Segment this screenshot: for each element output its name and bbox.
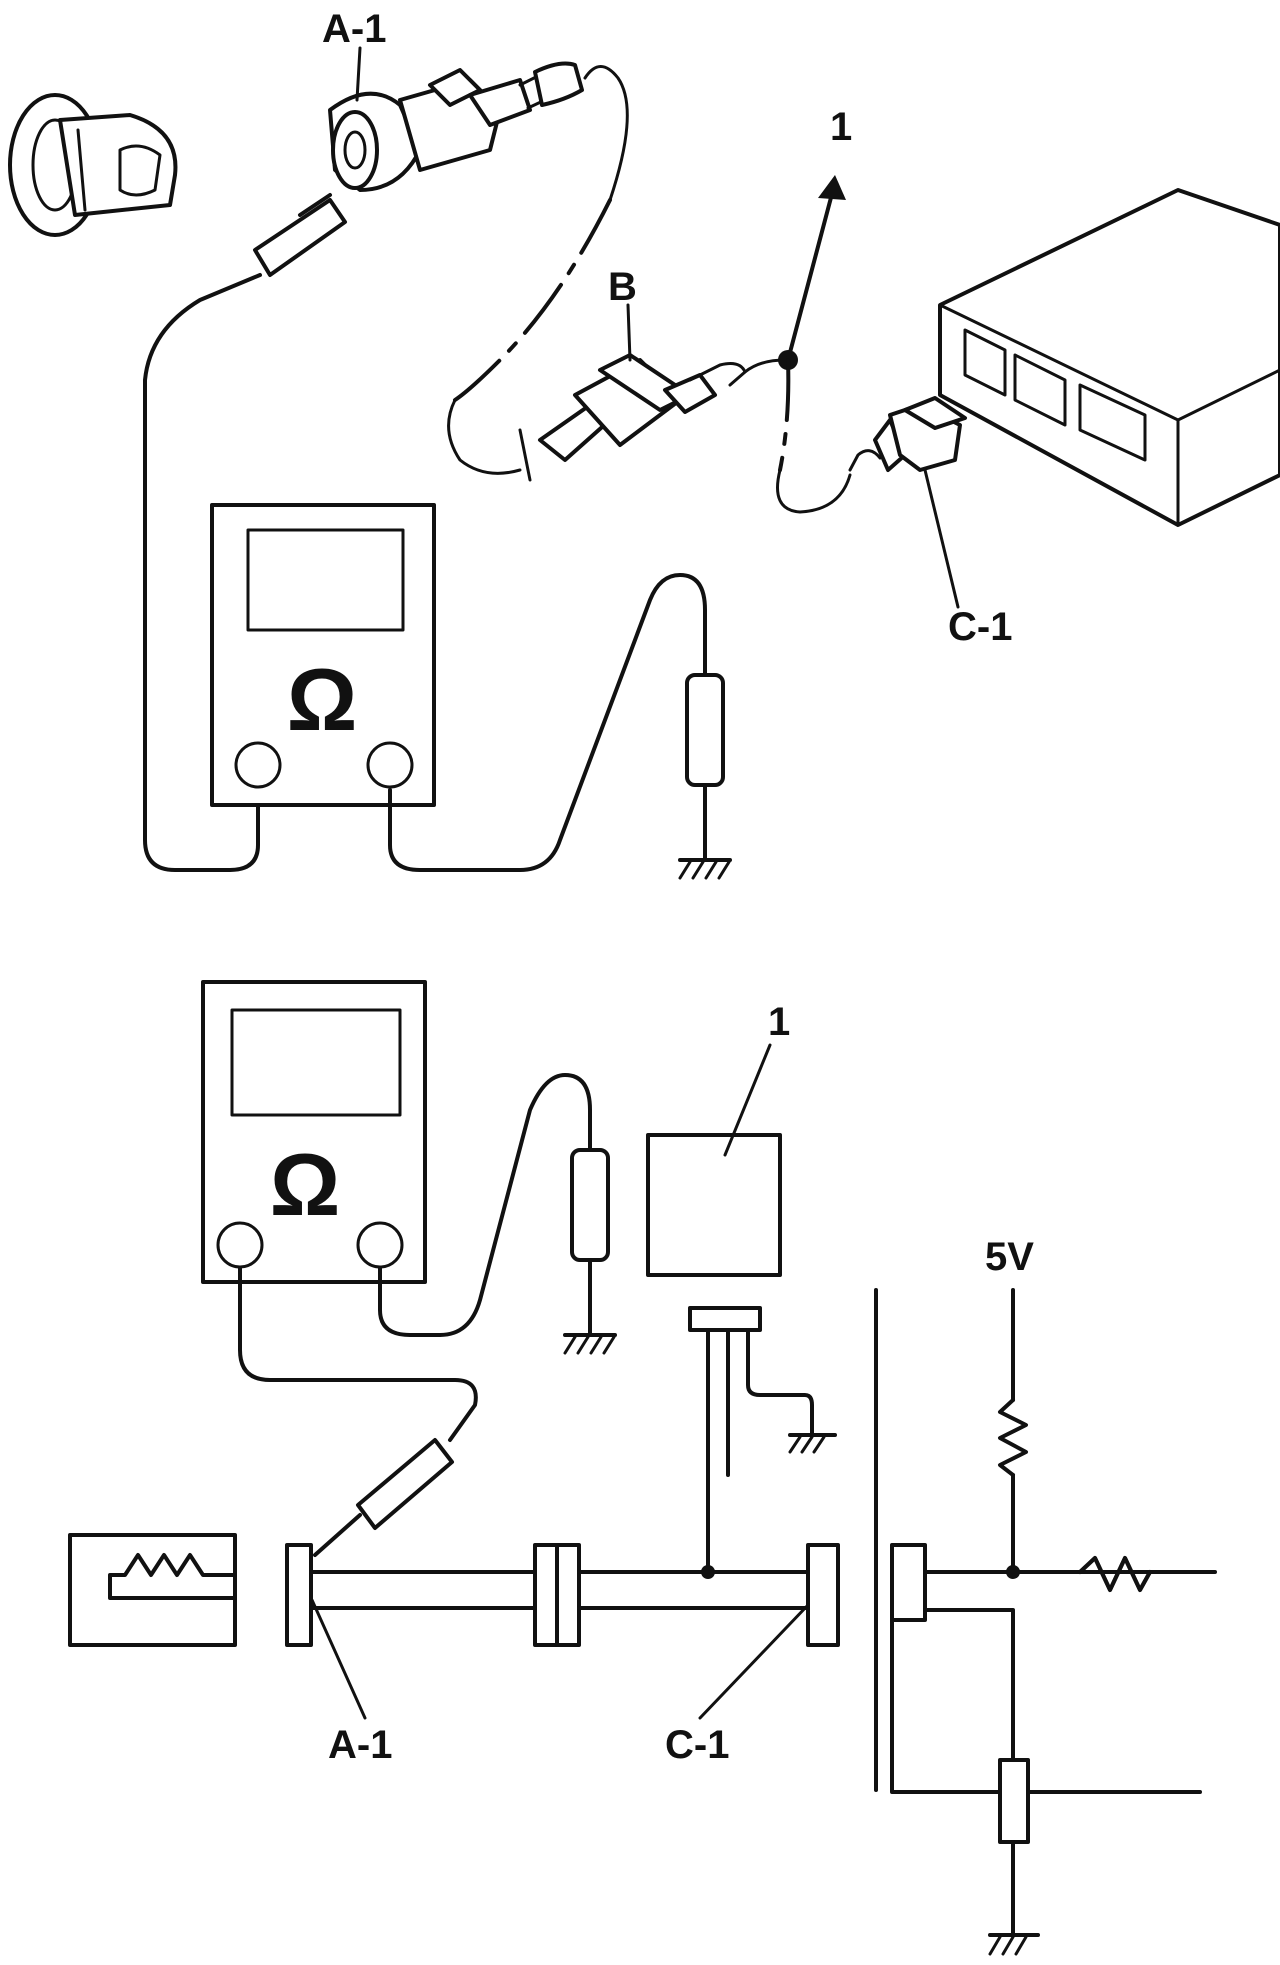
- device-1-ground-wire: [746, 1328, 814, 1437]
- label-a1-top: A-1: [322, 7, 386, 51]
- leader-1-bottom: [723, 1043, 772, 1157]
- ohmmeter-icon-top: [210, 503, 436, 807]
- connector-a1-bottom: [285, 1543, 313, 1647]
- device-1-box: [646, 1133, 782, 1277]
- connector-c1-icon: [848, 396, 967, 472]
- dashed-harness-top: [453, 198, 612, 402]
- label-c1-bottom: C-1: [665, 1723, 729, 1767]
- connector-a1-icon: [328, 61, 584, 192]
- bottom-view: Ω A-1: [68, 980, 1217, 1956]
- meter-lead-right-top: [388, 573, 707, 872]
- ground-probe-bottom: [570, 1148, 610, 1262]
- probe-a-body: [253, 198, 347, 277]
- label-1-top: 1: [830, 105, 852, 149]
- connector-b-icon: [538, 353, 747, 462]
- sensor-icon: [8, 93, 178, 237]
- label-a1-bottom: A-1: [328, 1723, 392, 1767]
- leader-b: [626, 303, 632, 362]
- ecu-lower-line: [923, 1608, 1015, 1762]
- device-1-connector: [688, 1306, 762, 1332]
- probe-a1-bottom: [356, 1438, 454, 1530]
- arrow-to-1: [818, 175, 846, 200]
- sensor-symbol-icon: [68, 1533, 237, 1647]
- meter-symbol-bottom: Ω: [270, 1135, 341, 1234]
- connector-b-bottom-right: [555, 1543, 581, 1647]
- label-1-bottom: 1: [768, 1000, 790, 1044]
- ohmmeter-icon-bottom: [201, 980, 427, 1284]
- probe-wire-a: [298, 193, 332, 217]
- harness-a1-end: [583, 65, 629, 202]
- resistor-icon-pullup: [998, 1398, 1028, 1477]
- leader-c1-top: [923, 468, 960, 609]
- label-5v: 5V: [985, 1235, 1034, 1279]
- harness-c1-end: [776, 468, 852, 514]
- ground-icon-top: [678, 858, 732, 880]
- ground-icon-bottom-left: [563, 1333, 617, 1355]
- harness-loop: [447, 398, 522, 475]
- ecu-connector-bottom: [890, 1543, 927, 1622]
- dashed-harness-c1: [778, 358, 791, 472]
- meter-symbol-top: Ω: [287, 650, 358, 749]
- resistor-icon-series-line: [1078, 1556, 1152, 1592]
- ecu-box-icon: [938, 188, 1280, 527]
- label-c1-top: C-1: [948, 605, 1012, 649]
- lead-to-1: [786, 188, 835, 362]
- ecu-transistor: [998, 1758, 1030, 1844]
- connector-c1-bottom: [806, 1543, 840, 1647]
- meter-lead-left: [143, 273, 262, 872]
- leader-c1-bottom: [698, 1603, 810, 1720]
- meter-lead-right-bottom: [378, 1073, 592, 1337]
- leader-a1-top: [355, 46, 362, 102]
- connector-b-bottom-left: [533, 1543, 559, 1647]
- label-b: B: [608, 265, 637, 309]
- meter-lead-left-bottom: [238, 1266, 478, 1442]
- top-view: A-1 B 1: [8, 7, 1280, 880]
- leader-a1-bottom: [310, 1598, 367, 1720]
- ground-icon-device: [788, 1433, 837, 1454]
- ecu-return-line: [890, 1618, 1002, 1794]
- ground-icon-ecu: [988, 1933, 1040, 1956]
- ground-probe-top: [685, 673, 725, 787]
